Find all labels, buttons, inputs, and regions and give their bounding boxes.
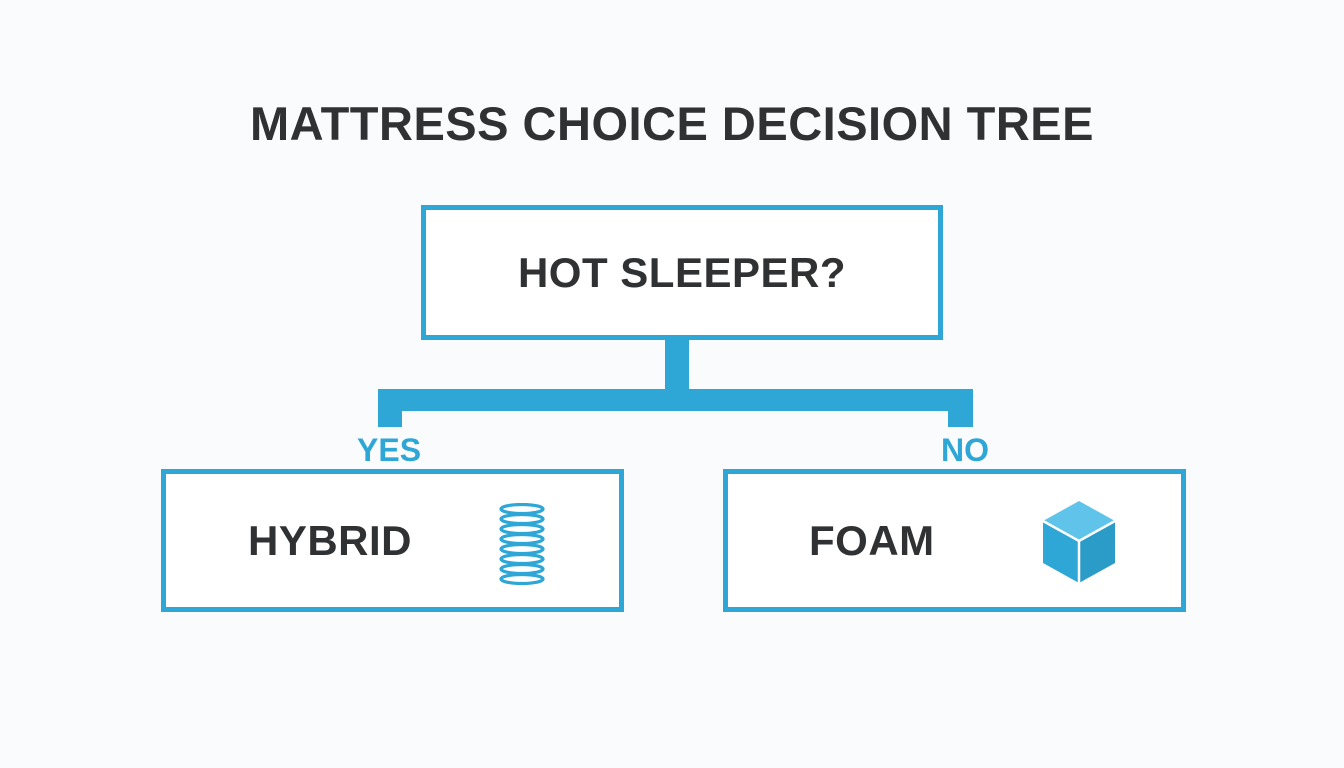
hybrid-node-label: HYBRID [248, 516, 413, 564]
cube-icon [1042, 501, 1116, 583]
yes-edge-label: YES [357, 432, 422, 468]
root-node: HOT SLEEPER? [421, 205, 943, 340]
root-node-label: HOT SLEEPER? [517, 248, 847, 296]
connector-stem [665, 340, 689, 392]
foam-node-label: FOAM [809, 516, 935, 564]
connector-drop-right [948, 389, 973, 427]
spring-icon [499, 503, 545, 585]
no-edge-label: NO [941, 432, 989, 468]
foam-node: FOAM [723, 469, 1186, 612]
diagram-title: MATTRESS CHOICE DECISION TREE [249, 97, 1095, 150]
connector-bar [378, 389, 973, 411]
connector-drop-left [378, 389, 402, 427]
hybrid-node: HYBRID [161, 469, 624, 612]
